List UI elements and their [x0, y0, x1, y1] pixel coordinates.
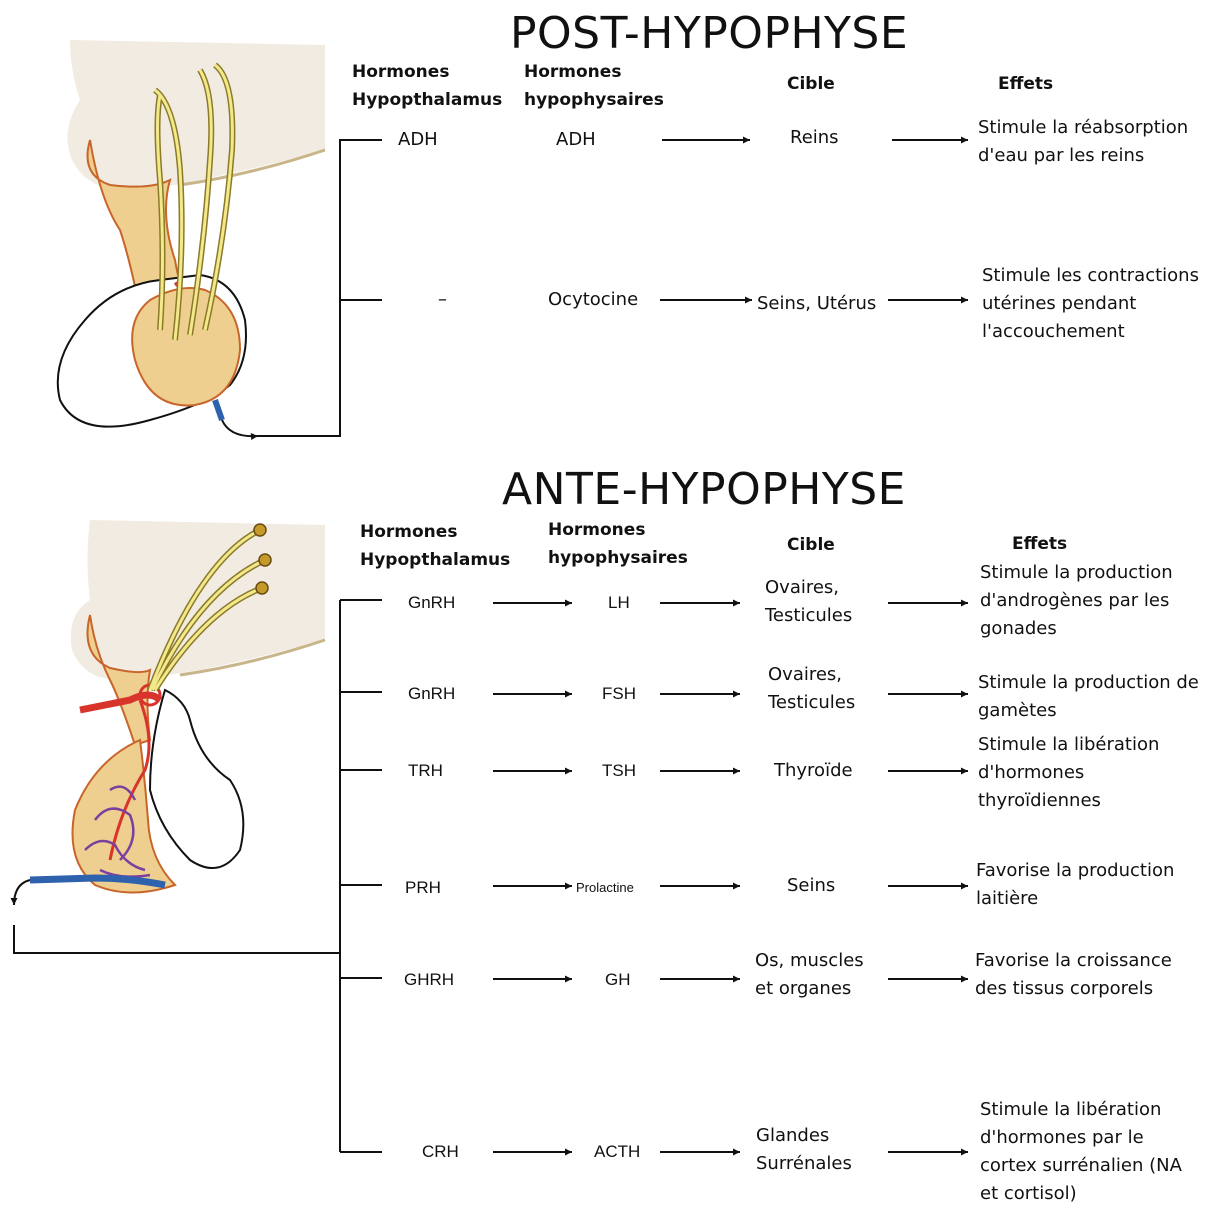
header-line: Hypopthalamus — [360, 546, 510, 574]
ante-row1-hypo: GnRH — [408, 589, 455, 617]
header-line: hypophysaires — [548, 544, 688, 572]
effect-line: gonades — [980, 615, 1173, 643]
effect-line: Stimule la production — [980, 559, 1173, 587]
effect-line: Favorise la croissance — [975, 947, 1172, 975]
header-line: hypophysaires — [524, 86, 664, 114]
ante-row3-effect: Stimule la libération d'hormones thyroïd… — [978, 731, 1159, 815]
post-row1-effect: Stimule la réabsorption d'eau par les re… — [978, 114, 1188, 170]
ante-row5-target: Os, muscles et organes — [755, 947, 864, 1003]
effect-line: Stimule les contractions — [982, 262, 1199, 290]
ante-row3-pit: TSH — [602, 757, 636, 785]
ante-row3-target: Thyroïde — [774, 757, 853, 785]
post-title: POST-HYPOPHYSE — [510, 12, 908, 56]
ante-row1-target: Ovaires, Testicules — [765, 574, 852, 630]
effect-line: cortex surrénalien (NA — [980, 1152, 1182, 1180]
post-row2-target: Seins, Utérus — [757, 290, 876, 318]
ante-row3-hypo: TRH — [408, 757, 443, 785]
post-row1-hypo: ADH — [398, 126, 438, 154]
ante-row4-effect: Favorise la production laitière — [976, 857, 1174, 913]
ante-arrows — [493, 603, 968, 1152]
target-line: Glandes — [756, 1122, 852, 1150]
effect-line: d'androgènes par les — [980, 587, 1173, 615]
effect-line: l'accouchement — [982, 318, 1199, 346]
post-row2-hypo: – — [438, 286, 447, 314]
header-line: Hypopthalamus — [352, 86, 502, 114]
effect-line: thyroïdiennes — [978, 787, 1159, 815]
ante-row2-pit: FSH — [602, 680, 636, 708]
effect-line: laitière — [976, 885, 1174, 913]
effect-line: utérines pendant — [982, 290, 1199, 318]
effect-line: des tissus corporels — [975, 975, 1172, 1003]
post-header-hypophysaires: Hormones hypophysaires — [524, 58, 664, 114]
post-bracket — [258, 140, 382, 436]
post-header-hypothalamus: Hormones Hypopthalamus — [352, 58, 502, 114]
ante-row2-target: Ovaires, Testicules — [768, 661, 855, 717]
ante-row6-target: Glandes Surrénales — [756, 1122, 852, 1178]
effect-line: d'hormones — [978, 759, 1159, 787]
ante-row6-pit: ACTH — [594, 1138, 640, 1166]
effect-line: Stimule la réabsorption — [978, 114, 1188, 142]
effect-line: Favorise la production — [976, 857, 1174, 885]
post-arrows — [660, 140, 968, 300]
anterior-pituitary-illustration — [14, 520, 325, 905]
ante-row1-effect: Stimule la production d'androgènes par l… — [980, 559, 1173, 643]
ante-row5-hypo: GHRH — [404, 966, 454, 994]
ante-row5-pit: GH — [605, 966, 631, 994]
target-line: Surrénales — [756, 1150, 852, 1178]
effect-line: d'hormones par le — [980, 1124, 1182, 1152]
effect-line: gamètes — [978, 697, 1199, 725]
header-line: Hormones — [352, 58, 502, 86]
post-header-cible: Cible — [787, 70, 835, 98]
target-line: Ovaires, — [768, 661, 855, 689]
ante-row6-effect: Stimule la libération d'hormones par le … — [980, 1096, 1182, 1208]
ante-header-hypothalamus: Hormones Hypopthalamus — [360, 518, 510, 574]
effect-line: et cortisol) — [980, 1180, 1182, 1208]
header-line: Hormones — [524, 58, 664, 86]
post-row1-pit: ADH — [556, 126, 596, 154]
post-row2-pit: Ocytocine — [548, 286, 638, 314]
ante-row6-hypo: CRH — [422, 1138, 459, 1166]
target-line: Testicules — [768, 689, 855, 717]
ante-row5-effect: Favorise la croissance des tissus corpor… — [975, 947, 1172, 1003]
ante-row2-hypo: GnRH — [408, 680, 455, 708]
ante-header-cible: Cible — [787, 531, 835, 559]
target-line: Ovaires, — [765, 574, 852, 602]
ante-row1-pit: LH — [608, 589, 630, 617]
ante-header-effets: Effets — [1012, 530, 1067, 558]
post-row2-effect: Stimule les contractions utérines pendan… — [982, 262, 1199, 346]
target-line: Os, muscles — [755, 947, 864, 975]
ante-row4-target: Seins — [787, 872, 835, 900]
ante-row2-effect: Stimule la production de gamètes — [978, 669, 1199, 725]
target-line: Testicules — [765, 602, 852, 630]
post-row1-target: Reins — [790, 124, 839, 152]
ante-row4-hypo: PRH — [405, 874, 441, 902]
ante-header-hypophysaires: Hormones hypophysaires — [548, 516, 688, 572]
header-line: Hormones — [548, 516, 688, 544]
post-header-effets: Effets — [998, 70, 1053, 98]
effect-line: Stimule la libération — [978, 731, 1159, 759]
header-line: Hormones — [360, 518, 510, 546]
effect-line: Stimule la libération — [980, 1096, 1182, 1124]
posterior-pituitary-illustration — [58, 40, 325, 436]
effect-line: Stimule la production de — [978, 669, 1199, 697]
ante-row4-pit: Prolactine — [574, 874, 636, 902]
target-line: et organes — [755, 975, 864, 1003]
effect-line: d'eau par les reins — [978, 142, 1188, 170]
ante-title: ANTE-HYPOPHYSE — [502, 468, 906, 512]
